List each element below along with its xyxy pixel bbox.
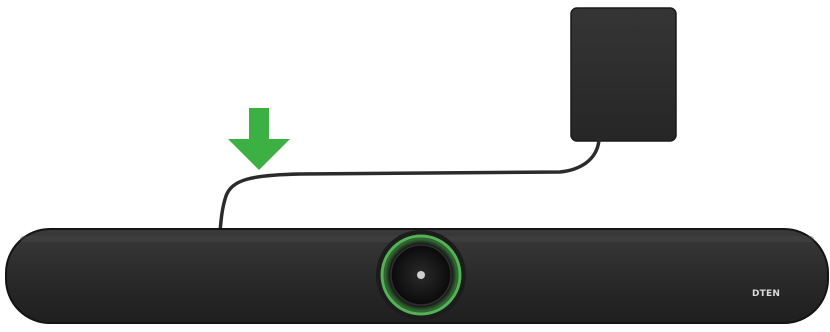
camera-lens xyxy=(376,230,466,320)
brand-logo-text: DTEN xyxy=(752,287,792,301)
down-arrow-icon xyxy=(228,108,290,170)
power-adapter xyxy=(571,8,676,141)
power-cable xyxy=(220,140,599,232)
